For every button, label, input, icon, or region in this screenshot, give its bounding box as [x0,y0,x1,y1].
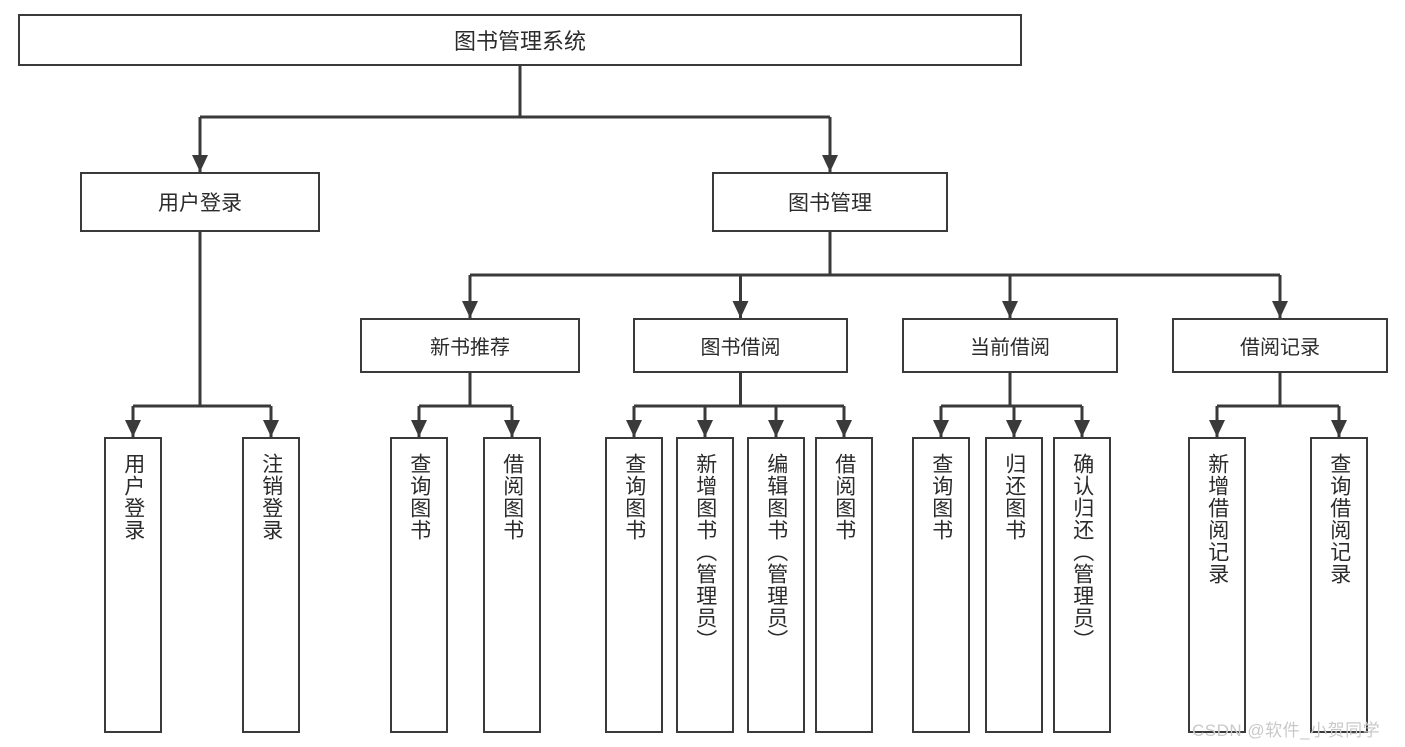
node-leaf-query-book-2[interactable]: 查询图书 [605,437,663,733]
node-label: 查询借阅记录 [1327,453,1351,585]
node-label: 当前借阅 [970,337,1050,359]
watermark: CSDN @软件_小贺同学 [1192,721,1381,740]
node-user-login[interactable]: 用户登录 [80,172,320,232]
node-label: 图书借阅 [700,337,781,359]
node-label: 借阅记录 [1240,337,1320,359]
node-leaf-logout[interactable]: 注销登录 [242,437,300,733]
node-label: 确认归还（管理员） [1070,453,1094,651]
node-leaf-query-record[interactable]: 查询借阅记录 [1310,437,1368,733]
node-book-borrow[interactable]: 图书借阅 [633,318,848,373]
node-leaf-query-book-3[interactable]: 查询图书 [912,437,970,733]
node-label: 归还图书 [1002,453,1026,541]
node-label: 用户登录 [121,453,145,541]
node-new-book-recommend[interactable]: 新书推荐 [360,318,580,373]
node-label: 新增图书（管理员） [693,453,717,651]
node-label: 图书管理 [788,192,872,215]
node-label: 图书管理系统 [453,29,586,54]
node-book-manage[interactable]: 图书管理 [712,172,948,232]
node-leaf-return-book[interactable]: 归还图书 [985,437,1043,733]
node-label: 注销登录 [259,453,283,541]
node-leaf-add-record[interactable]: 新增借阅记录 [1188,437,1246,733]
node-label: 新书推荐 [430,337,510,359]
node-leaf-confirm-return[interactable]: 确认归还（管理员） [1053,437,1111,733]
node-label: 借阅图书 [832,453,856,541]
node-leaf-query-book-1[interactable]: 查询图书 [390,437,448,733]
node-label: 新增借阅记录 [1205,453,1229,585]
node-root[interactable]: 图书管理系统 [18,14,1022,66]
node-current-borrow[interactable]: 当前借阅 [902,318,1118,373]
node-label: 编辑图书（管理员） [764,453,788,651]
node-borrow-record[interactable]: 借阅记录 [1172,318,1388,373]
node-label: 查询图书 [622,453,646,541]
node-label: 查询图书 [407,453,431,541]
node-label: 用户登录 [158,192,242,215]
node-leaf-user-login[interactable]: 用户登录 [104,437,162,733]
node-leaf-add-book[interactable]: 新增图书（管理员） [676,437,734,733]
node-label: 借阅图书 [500,453,524,541]
node-leaf-edit-book[interactable]: 编辑图书（管理员） [747,437,805,733]
node-leaf-borrow-book-2[interactable]: 借阅图书 [815,437,873,733]
node-leaf-borrow-book-1[interactable]: 借阅图书 [483,437,541,733]
node-label: 查询图书 [929,453,953,541]
